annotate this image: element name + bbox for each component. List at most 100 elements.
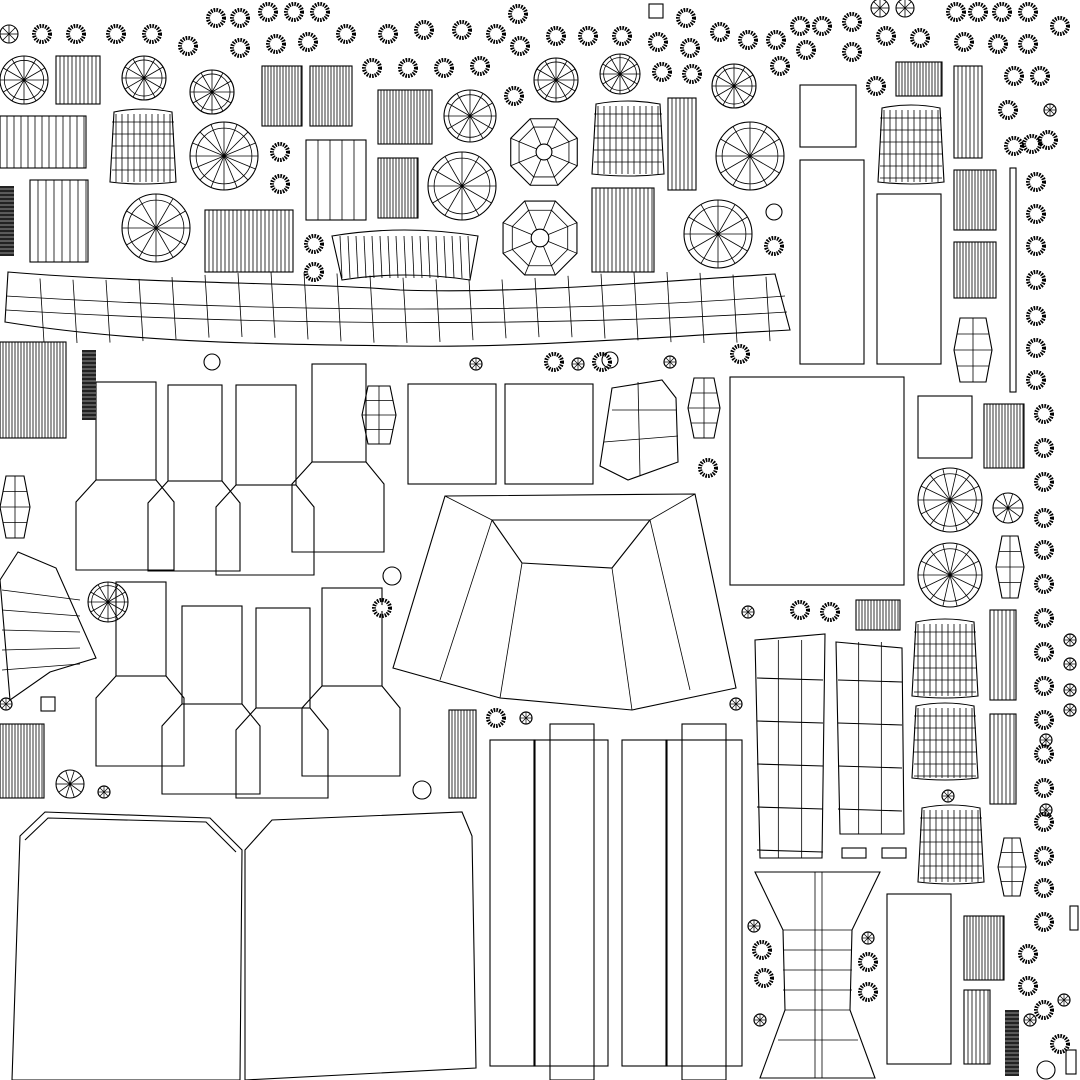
- wreath-dot-center: [441, 65, 447, 71]
- wreath-dot-center: [827, 609, 833, 615]
- wreath-dot: [1004, 66, 1024, 86]
- radial-spoke: [609, 56, 621, 75]
- wreath-dot: [1018, 976, 1038, 996]
- facade-base: [161, 703, 261, 795]
- radial-spoke: [949, 499, 971, 526]
- radial-spoke: [544, 60, 557, 81]
- wreath-dot: [544, 352, 564, 372]
- octagon-discs: [502, 118, 578, 276]
- radial-spoke: [749, 155, 780, 174]
- tiny-radial-spoke: [525, 713, 531, 719]
- wreath-dot: [1034, 676, 1054, 696]
- radial-spoke: [949, 468, 958, 501]
- wreath-dot: [1004, 136, 1024, 156]
- radial-spoke: [602, 73, 621, 85]
- barrel-piece: [877, 104, 945, 185]
- tiny-radial-spoke: [731, 703, 737, 709]
- wreath-dot-center: [185, 43, 191, 49]
- wreath-dot-center: [277, 149, 283, 155]
- small-circle: [1036, 1060, 1056, 1080]
- tiny-radial-spoke: [1041, 809, 1047, 815]
- wreath-dot-center: [797, 23, 803, 29]
- tiny-radial-spoke: [1069, 635, 1075, 641]
- tall-strips-bottom: [489, 723, 743, 1080]
- tiny-radial-spoke: [1049, 109, 1055, 115]
- tiny-radial-spoke: [1041, 805, 1047, 811]
- tiny-radial-spoke: [521, 717, 527, 723]
- curved-tile: [331, 229, 479, 281]
- radial-spoke: [97, 601, 109, 620]
- wreath-dot-center: [1025, 983, 1031, 989]
- tiny-radial-spoke: [943, 791, 949, 797]
- wreath-dot-center: [421, 27, 427, 33]
- small-circle: [765, 203, 783, 221]
- wreath-dot: [652, 62, 672, 82]
- wreath-dot: [230, 38, 250, 58]
- wreath-dot: [1034, 540, 1054, 560]
- wreath-dot-center: [1033, 277, 1039, 283]
- strip-divider: [237, 273, 243, 338]
- tiny-radial-spoke: [1069, 705, 1075, 711]
- facade-base: [291, 461, 385, 553]
- hatched-panel: [953, 65, 983, 159]
- wreath-dot: [142, 24, 162, 44]
- wreath-dot-center: [1041, 515, 1047, 521]
- wreath-dot-center: [369, 65, 375, 71]
- wreath-dot: [752, 940, 772, 960]
- radial-spoke: [65, 770, 71, 785]
- radial-spoke: [1007, 498, 1021, 509]
- wreath-dot: [1018, 944, 1038, 964]
- radial-spoke: [949, 543, 958, 576]
- barrel-piece: [911, 702, 979, 781]
- radial-spoke: [717, 216, 748, 235]
- facade-base: [95, 675, 185, 767]
- wreath-dot: [1026, 306, 1046, 326]
- tiny-radial-spoke: [749, 925, 755, 931]
- long-segmented-strip: [4, 271, 791, 347]
- radial-spoke: [929, 549, 951, 576]
- octagon-hub: [535, 143, 553, 161]
- facade-top: [181, 605, 243, 705]
- radial-spoke: [688, 233, 719, 252]
- radial-spoke: [461, 156, 480, 187]
- radial-spoke: [619, 56, 631, 75]
- radial-spoke: [942, 543, 951, 576]
- tiny-radial-spoke: [1063, 995, 1069, 1001]
- small-circle: [203, 353, 221, 371]
- curved-tile-line: [347, 235, 351, 279]
- tiny-radial-spoke: [103, 787, 109, 793]
- radial-spoke: [1007, 507, 1014, 523]
- tiny-radial-spoke: [5, 699, 11, 705]
- radial-spoke: [555, 60, 568, 81]
- radial-spoke: [210, 124, 225, 157]
- radial-spoke: [143, 66, 164, 79]
- radial-spoke: [879, 7, 887, 15]
- wreath-dot-center: [1041, 819, 1047, 825]
- facade-base: [75, 479, 175, 571]
- wreath-dot: [452, 20, 472, 40]
- tiny-radial-spoke: [471, 363, 477, 369]
- wreath-dot-center: [1011, 143, 1017, 149]
- wreath-dot-center: [1041, 581, 1047, 587]
- radial-discs: [0, 0, 1024, 799]
- radial-spoke: [211, 91, 232, 104]
- octagon-spoke: [546, 159, 559, 186]
- wreath-dot: [1034, 1000, 1054, 1020]
- hatched-panel: [983, 403, 1025, 469]
- radial-spoke: [97, 584, 109, 603]
- radial-spoke: [879, 1, 887, 9]
- radial-spoke: [733, 74, 754, 87]
- tiny-radial-spoke: [1029, 1015, 1035, 1021]
- wreath-dot-center: [149, 31, 155, 37]
- wreath-dot-center: [311, 241, 317, 247]
- radial-spoke: [132, 77, 145, 98]
- wreath-dot: [992, 2, 1012, 22]
- tiny-radial-spoke: [1065, 639, 1071, 645]
- wreath-dot-center: [1025, 41, 1031, 47]
- wreath-dot: [486, 708, 506, 728]
- tiny-radial-spoke: [1065, 689, 1071, 695]
- wreath-dot-center: [1041, 919, 1047, 925]
- wreath-dot: [1026, 338, 1046, 358]
- tiny-radial-spoke: [1045, 809, 1051, 815]
- barrel-piece: [917, 804, 985, 885]
